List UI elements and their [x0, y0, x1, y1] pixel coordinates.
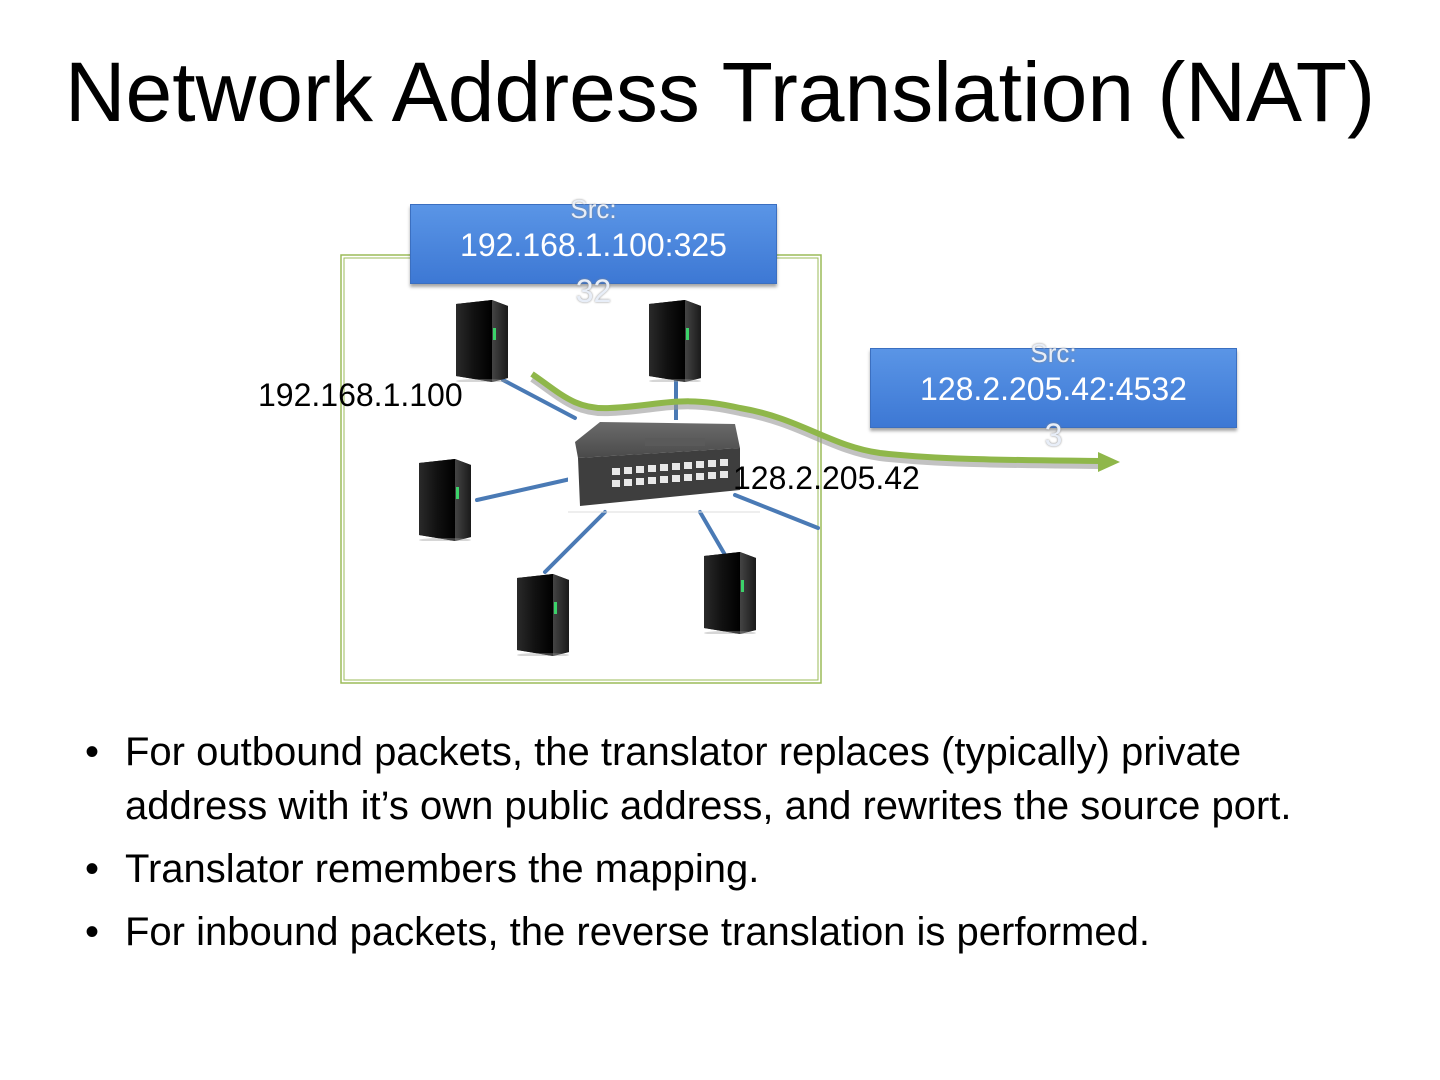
bullet-item: For outbound packets, the translator rep…: [85, 725, 1375, 833]
network-switch-icon: [568, 420, 770, 513]
bullet-item: Translator remembers the mapping.: [85, 842, 1375, 896]
network-links: [475, 378, 820, 574]
callout-src-label: Src:: [570, 194, 617, 224]
link-server-4: [543, 510, 607, 574]
callout-src-value-wrap: 3: [1044, 417, 1063, 453]
link-uplink: [733, 493, 820, 530]
server-icon-4: [517, 574, 569, 656]
link-server-5: [698, 510, 730, 562]
bullet-list: For outbound packets, the translator rep…: [85, 725, 1375, 968]
callout-src-value: 192.168.1.100:325: [460, 227, 727, 263]
public-source-callout: Src: 128.2.205.42:4532 3: [870, 338, 1237, 453]
callout-src-label: Src:: [1030, 338, 1077, 368]
private-address-label: 192.168.1.100: [258, 377, 463, 413]
public-address-label: 128.2.205.42: [733, 460, 920, 496]
private-source-callout: Src: 192.168.1.100:325 32: [410, 194, 777, 309]
callout-src-value: 128.2.205.42:4532: [920, 371, 1187, 407]
bullet-item: For inbound packets, the reverse transla…: [85, 905, 1375, 959]
link-server-3: [475, 476, 577, 502]
page-title: Network Address Translation (NAT): [64, 45, 1376, 139]
link-server-1: [501, 378, 577, 420]
server-icon-3: [419, 459, 471, 541]
callout-src-value-wrap: 32: [575, 273, 612, 309]
outbound-flow-arrow: [530, 371, 1120, 472]
server-icon-5: [704, 552, 756, 634]
